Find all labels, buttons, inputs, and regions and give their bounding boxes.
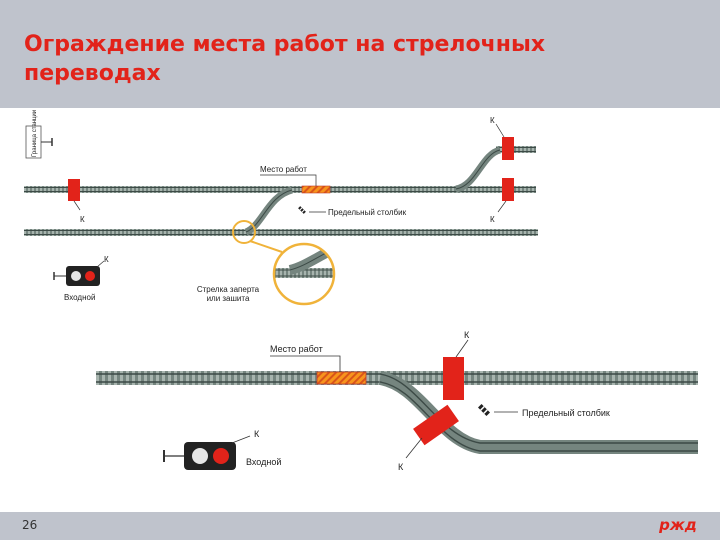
large-signal-k-main <box>443 357 464 400</box>
work-zone-marker <box>301 185 331 194</box>
signal-k-left <box>68 179 80 201</box>
switch-locked-label-1: Стрелка заперта <box>197 285 260 294</box>
crossover-right <box>454 146 502 193</box>
large-red-light-icon <box>213 448 229 464</box>
upper-track <box>24 186 536 193</box>
switch-locked-label-2: или зашита <box>207 294 250 303</box>
large-signal-k-main-label: К <box>464 330 470 340</box>
signal-k-top-right <box>502 137 514 160</box>
large-entry-signal-k-label: К <box>254 429 260 439</box>
large-signal-k-diverging-label: К <box>398 462 404 472</box>
large-work-zone-marker <box>316 371 367 385</box>
large-scheme: Место работ К К Предельный столбик К Вхо… <box>96 330 698 472</box>
entry-signal-small: К Входной <box>53 255 109 302</box>
large-entry-signal-label: Входной <box>246 457 281 467</box>
footer-bar <box>0 512 720 540</box>
large-white-light-icon <box>192 448 208 464</box>
clearance-post-icon <box>298 206 306 214</box>
station-border-label: Граница станции <box>32 110 38 157</box>
switch-highlight-circle <box>232 220 256 244</box>
signal-k-left-label: К <box>80 215 85 224</box>
signal-k-top-right-label: К <box>490 116 495 125</box>
lower-track <box>24 229 538 236</box>
work-place-label: Место работ <box>260 165 307 174</box>
entry-signal-label: Входной <box>64 293 95 302</box>
page-title: Ограждение места работ на стрелочных пер… <box>24 32 546 86</box>
station-border-sign: Граница станции <box>25 110 53 159</box>
signal-k-mid-right <box>502 178 514 201</box>
clearance-post-label: Предельный столбик <box>328 208 407 217</box>
header-bar <box>0 0 720 108</box>
page-number: 26 <box>22 518 38 532</box>
large-entry-signal: К Входной <box>163 429 281 470</box>
white-light-icon <box>71 271 81 281</box>
entry-signal-k-label: К <box>104 255 109 264</box>
large-clearance-post-label: Предельный столбик <box>522 408 610 418</box>
red-light-icon <box>85 271 95 281</box>
large-work-place-label: Место работ <box>270 344 323 354</box>
small-scheme: Граница станции Место работ <box>24 110 538 306</box>
large-signal-k-diverging <box>413 404 459 446</box>
signal-k-mid-right-label: К <box>490 215 495 224</box>
logo-text: ржд <box>658 516 697 534</box>
rzd-logo-icon: ржд <box>658 516 697 534</box>
large-clearance-post-icon <box>477 403 491 417</box>
switch-magnifier <box>274 244 334 304</box>
